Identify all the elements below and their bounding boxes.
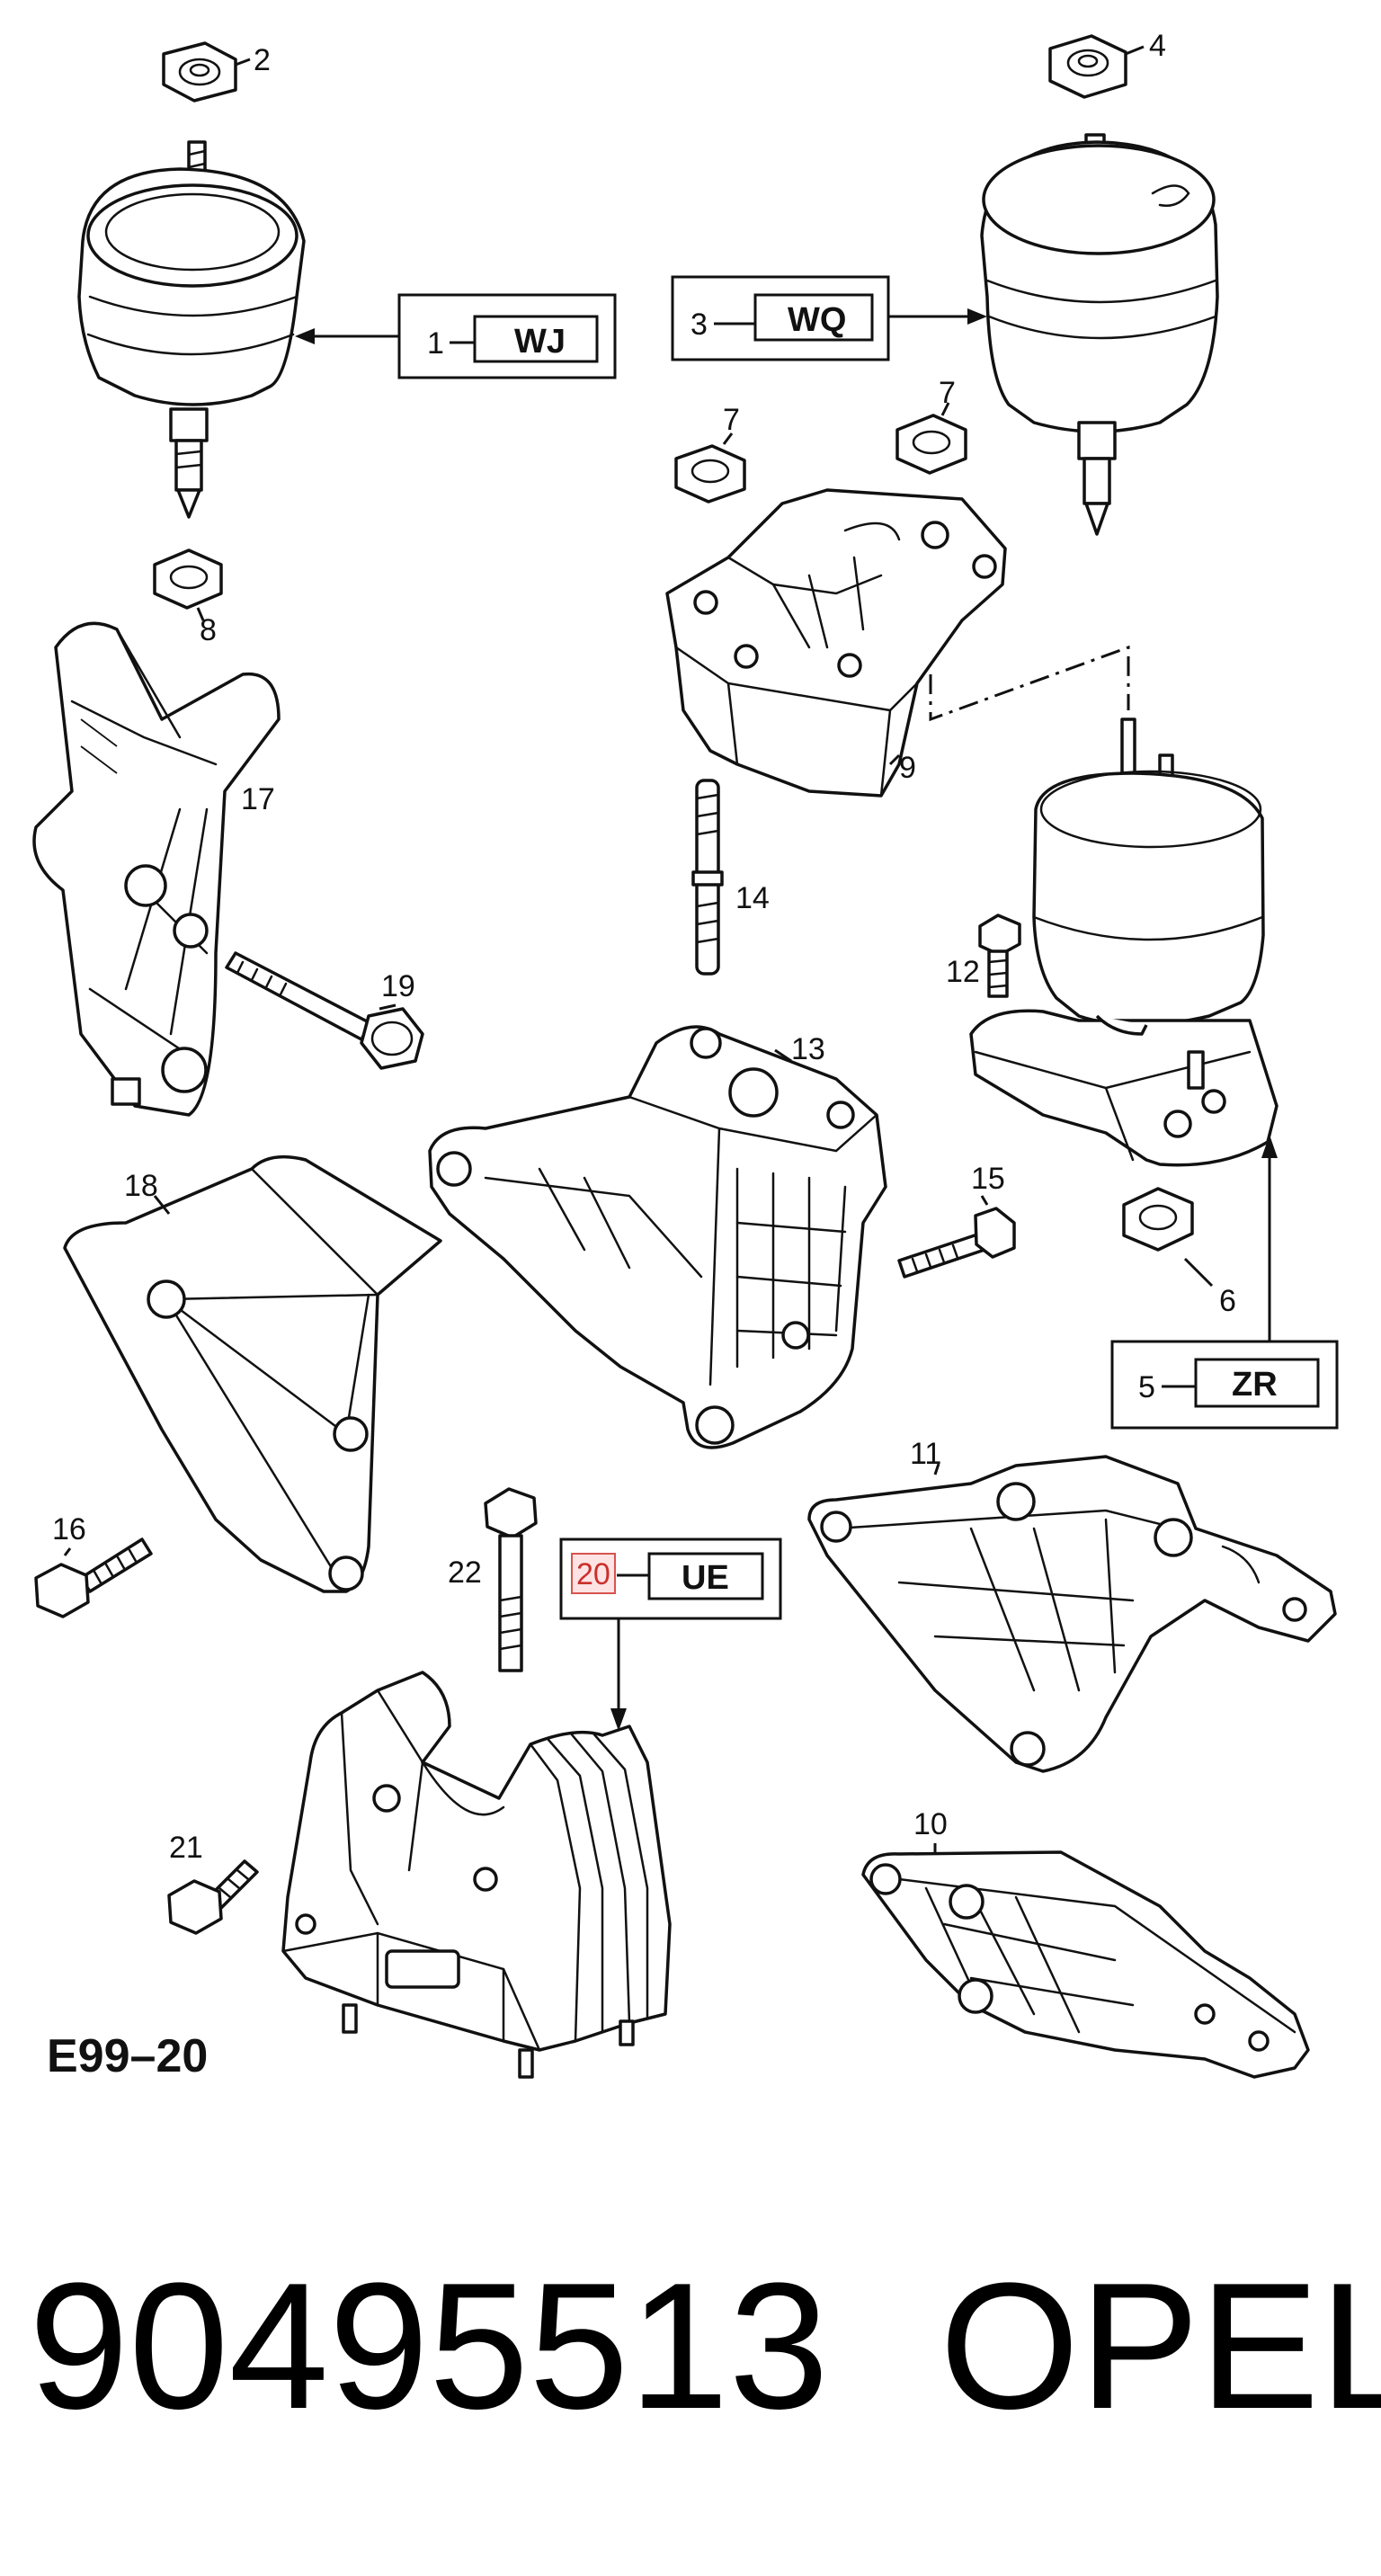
bolt-part-16	[34, 1538, 153, 1618]
option-box-20-code: UE	[682, 1559, 729, 1597]
bolt-part-15	[897, 1207, 1016, 1279]
callout-15: 15	[971, 1162, 1005, 1196]
bracket-part-17	[32, 621, 281, 1117]
callout-7-right: 7	[939, 376, 956, 410]
callout-9: 9	[899, 751, 916, 785]
bracket-part-9	[665, 488, 1007, 798]
option-box-5-number: 5	[1138, 1370, 1155, 1404]
callout-19: 19	[381, 969, 415, 1003]
bolt-part-21	[167, 1859, 259, 1935]
callout-17: 17	[241, 782, 275, 816]
option-box-20-number: 20	[576, 1557, 610, 1591]
nut-part-7-left	[674, 444, 746, 504]
engine-mount-with-bracket	[969, 718, 1279, 1167]
callout-14: 14	[735, 881, 770, 915]
option-box-3-number: 3	[690, 308, 708, 342]
transmission-mount-part-20	[281, 1671, 672, 2079]
option-box-1-code: WJ	[514, 323, 566, 361]
bracket-part-13	[428, 1025, 887, 1449]
bracket-part-10	[861, 1850, 1310, 2079]
callout-22: 22	[448, 1555, 482, 1590]
callout-8: 8	[200, 613, 217, 647]
diagram-code: E99–20	[47, 2030, 208, 2082]
nut-part-7-right	[895, 414, 967, 475]
option-box-1: 1 WJ	[397, 293, 617, 379]
callout-6: 6	[1219, 1284, 1236, 1318]
bracket-part-11	[807, 1455, 1337, 1773]
highlight-marker	[571, 1553, 616, 1594]
stud-part-14	[691, 779, 724, 976]
bracket-part-18	[63, 1154, 442, 1593]
callout-12: 12	[946, 955, 980, 989]
bolt-part-19	[225, 951, 424, 1070]
callout-13: 13	[791, 1032, 825, 1066]
callout-7-left: 7	[723, 403, 740, 437]
option-box-20: 20 UE	[559, 1538, 782, 1620]
engine-mount-part-3	[980, 133, 1219, 536]
nut-part-2	[162, 41, 237, 103]
nut-part-4	[1048, 34, 1127, 99]
option-box-3-code: WQ	[788, 301, 846, 339]
nut-part-8	[153, 548, 223, 610]
option-box-1-number: 1	[427, 326, 444, 361]
callout-16: 16	[52, 1512, 86, 1546]
callout-11: 11	[910, 1437, 941, 1471]
bolt-part-22	[484, 1487, 538, 1672]
brand-name: OPEL	[940, 2246, 1381, 2447]
part-number: 90495513	[29, 2246, 829, 2447]
nut-part-6	[1122, 1187, 1194, 1252]
option-box-3: 3 WQ	[671, 275, 890, 361]
option-box-5-code: ZR	[1232, 1366, 1278, 1404]
callout-18: 18	[124, 1169, 158, 1203]
callout-4: 4	[1149, 29, 1166, 63]
option-box-5: 5 ZR	[1110, 1340, 1339, 1430]
callout-10: 10	[913, 1807, 948, 1841]
engine-mount-part-1	[77, 140, 306, 519]
callout-21: 21	[169, 1831, 203, 1865]
bolt-part-12	[978, 914, 1021, 998]
callout-2: 2	[254, 43, 271, 77]
